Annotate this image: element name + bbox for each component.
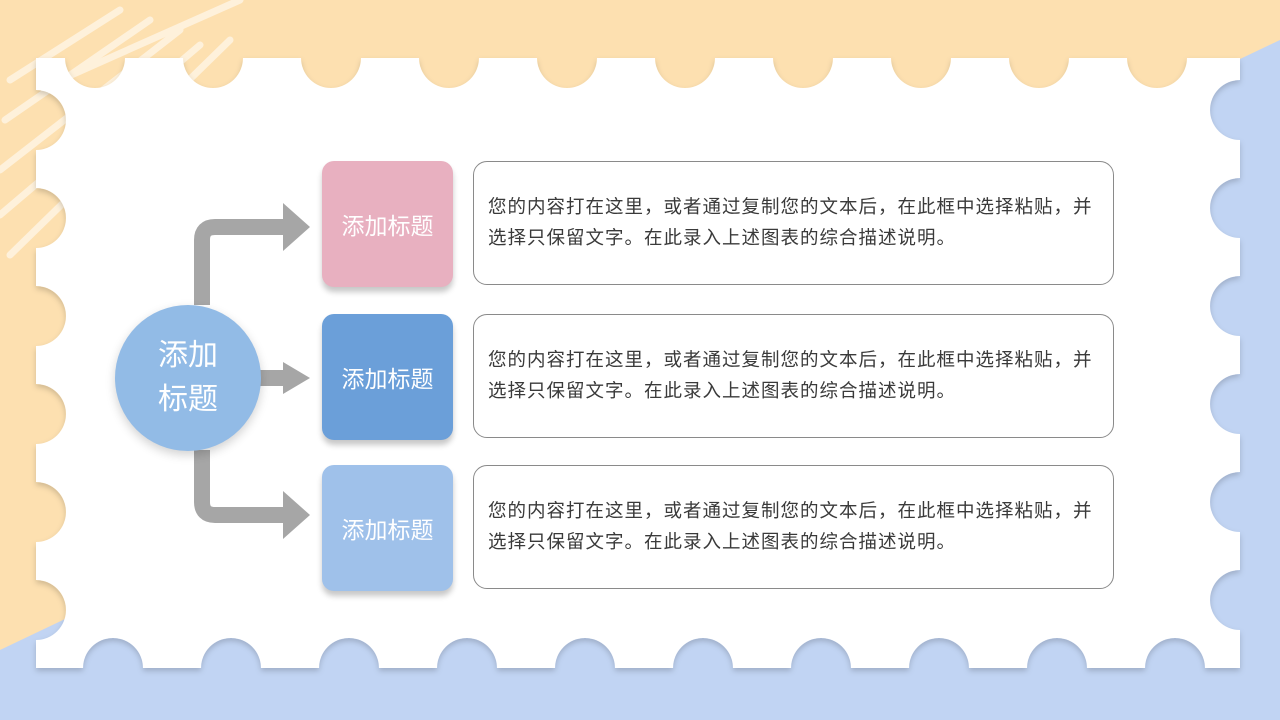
label-box-1: 添加标题: [322, 161, 453, 287]
label-2: 添加标题: [341, 367, 434, 393]
label-box-3: 添加标题: [322, 465, 453, 591]
label-3: 添加标题: [341, 518, 434, 544]
description-text-2: 您的内容打在这里，或者通过复制您的文本后，在此框中选择粘贴，并选择只保留文字。在…: [488, 350, 1093, 402]
label-1: 添加标题: [341, 214, 434, 240]
description-box-1: 您的内容打在这里，或者通过复制您的文本后，在此框中选择粘贴，并选择只保留文字。在…: [473, 161, 1114, 285]
description-box-3: 您的内容打在这里，或者通过复制您的文本后，在此框中选择粘贴，并选择只保留文字。在…: [473, 465, 1114, 589]
arrow-head-top: [283, 203, 310, 251]
description-text-3: 您的内容打在这里，或者通过复制您的文本后，在此框中选择粘贴，并选择只保留文字。在…: [488, 501, 1093, 553]
description-text-1: 您的内容打在这里，或者通过复制您的文本后，在此框中选择粘贴，并选择只保留文字。在…: [488, 197, 1093, 249]
description-box-2: 您的内容打在这里，或者通过复制您的文本后，在此框中选择粘贴，并选择只保留文字。在…: [473, 314, 1114, 438]
center-title: 添加标题: [158, 338, 218, 417]
arrow-head-middle: [283, 362, 310, 394]
arrow-head-bottom: [283, 491, 310, 539]
center-title-circle: 添加标题: [115, 305, 261, 451]
label-box-2: 添加标题: [322, 314, 453, 440]
